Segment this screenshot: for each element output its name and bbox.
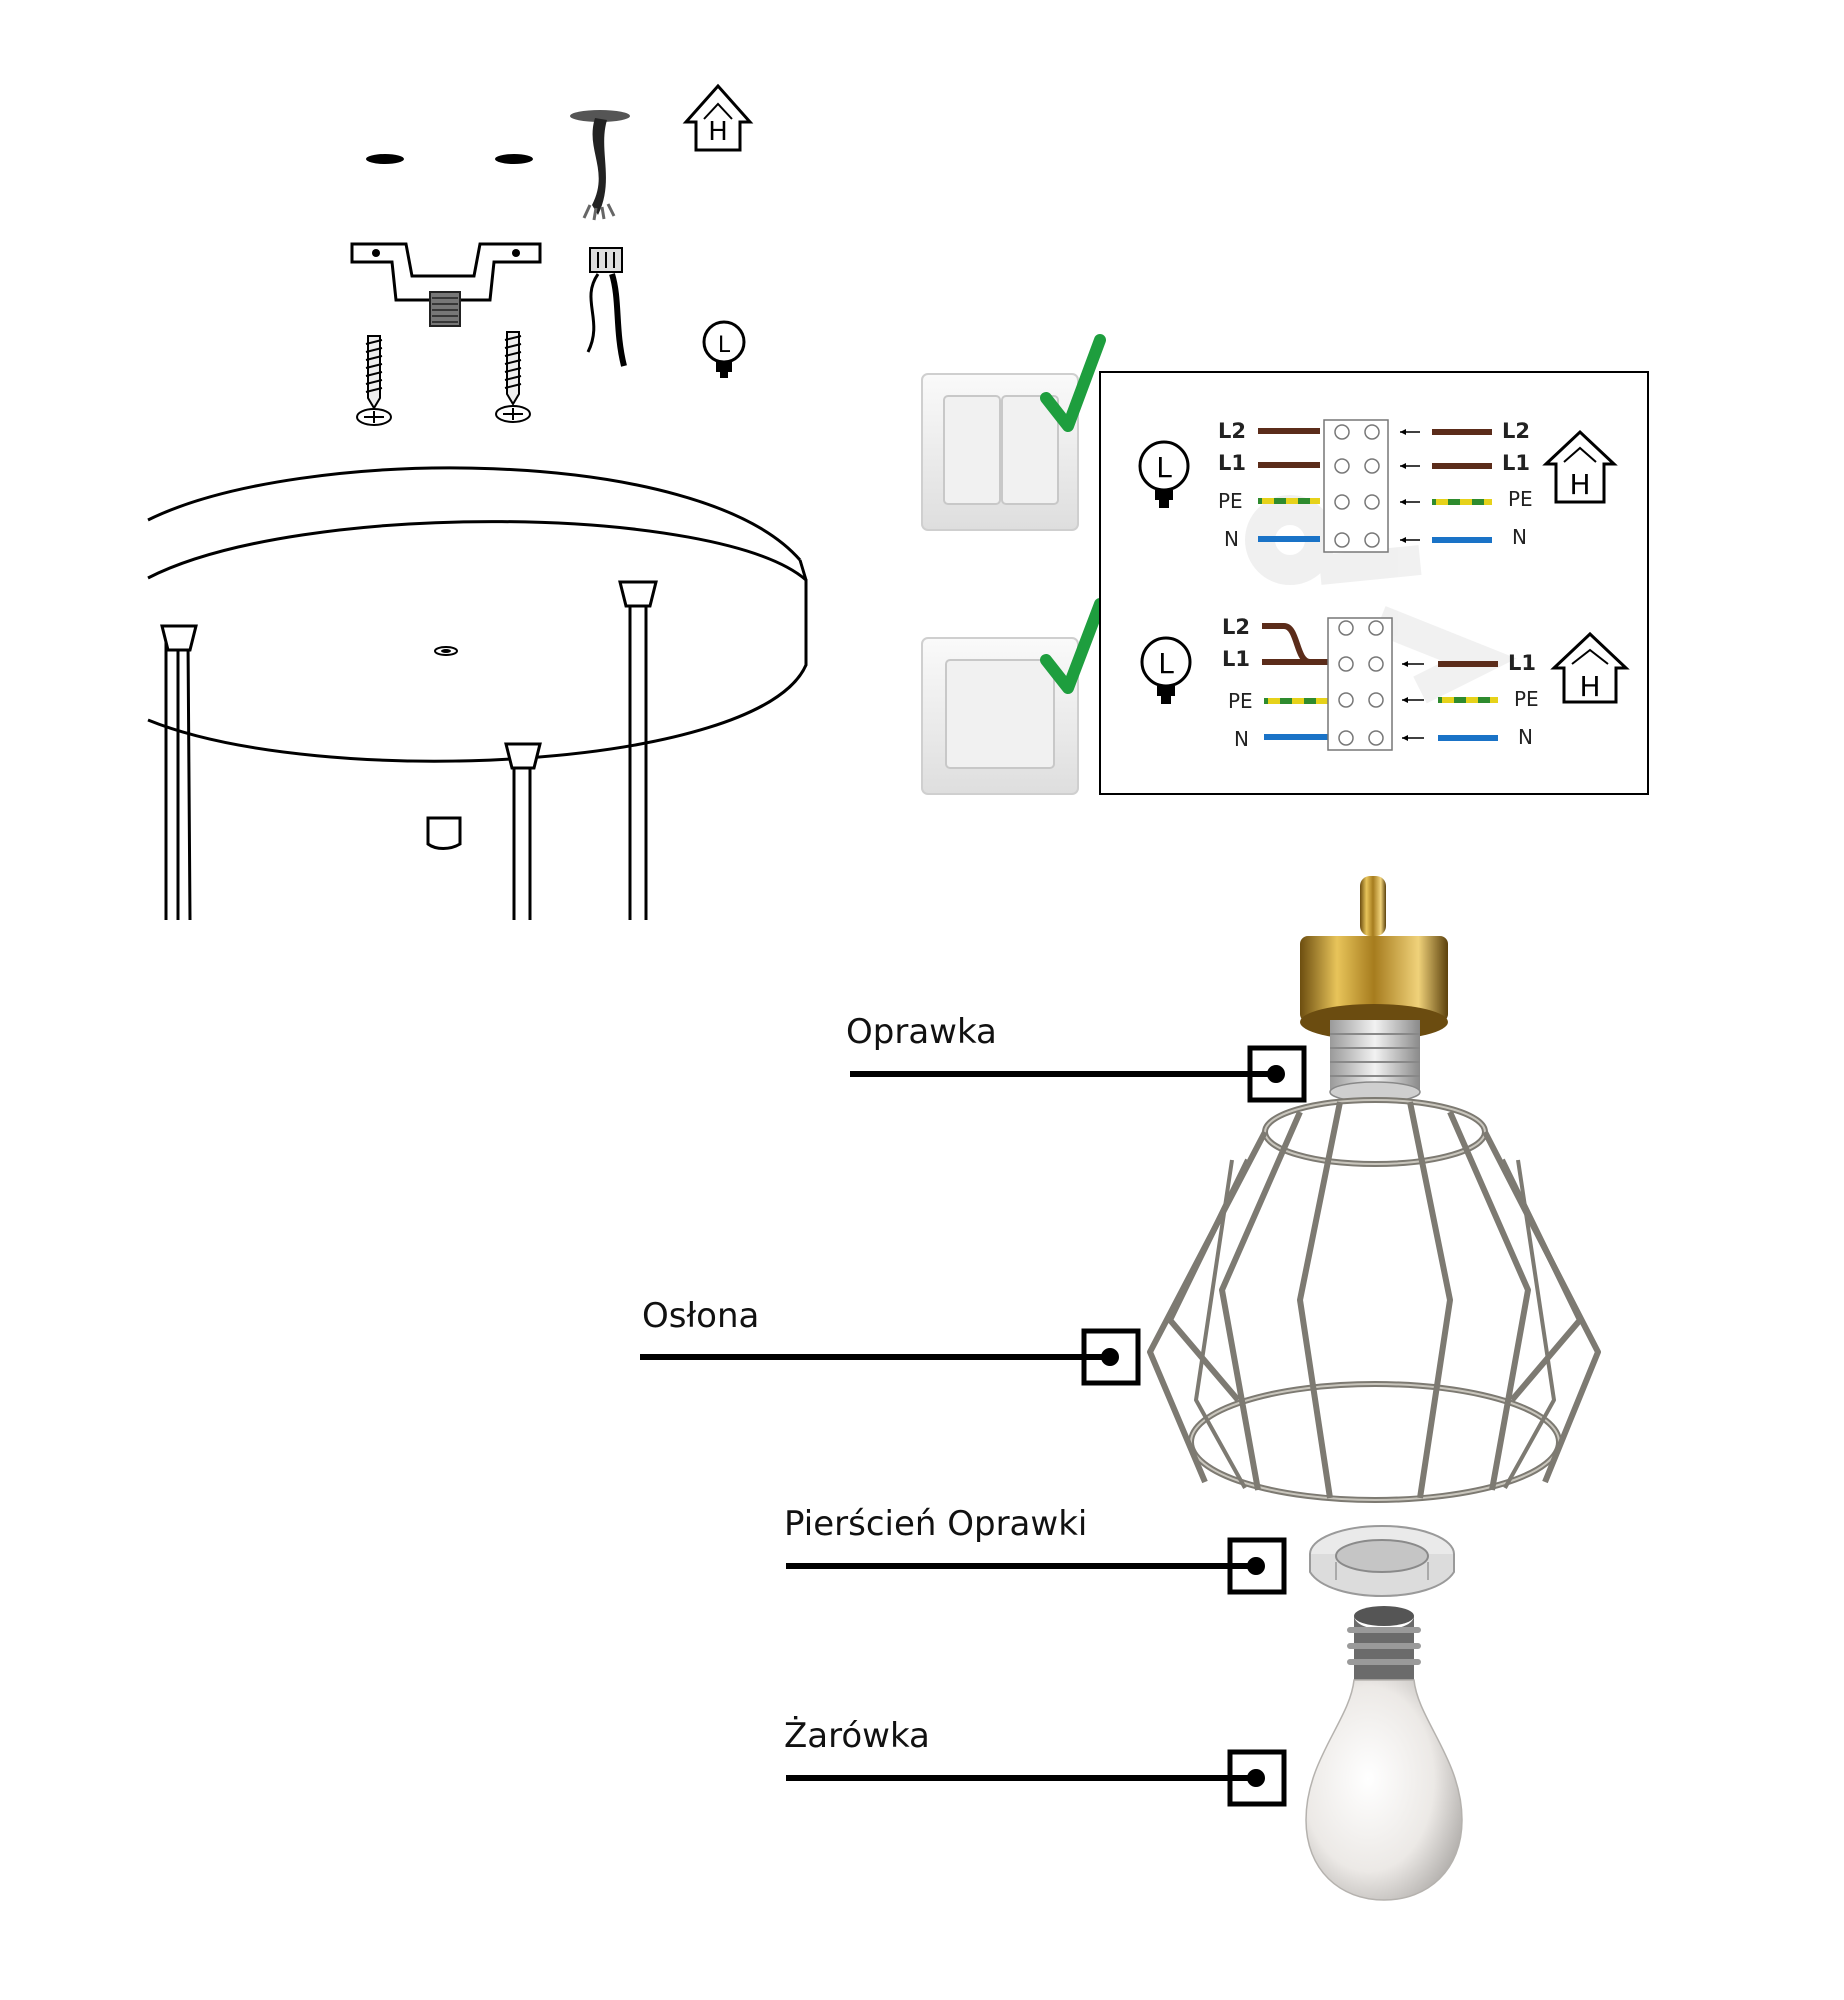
wire-label-left-l1: L1: [1218, 451, 1246, 475]
mounting-bracket: [350, 242, 542, 327]
terminal-block-1: [1323, 419, 1389, 553]
wire-label-left-l2-single: L2: [1222, 615, 1250, 639]
wiring-diagram-box: L L2 L1 PE N L2: [1099, 371, 1649, 795]
svg-text:L: L: [1158, 647, 1174, 680]
wire-label-left-l2: L2: [1218, 419, 1246, 443]
wire-label-left-pe-single: PE: [1228, 689, 1253, 713]
socket-part: [1300, 876, 1448, 1103]
lamp-icon-wiring-1: L: [1138, 440, 1190, 508]
terminal-connector: [586, 247, 627, 367]
socket-label: Oprawka: [846, 1012, 997, 1052]
ceiling-mount-drawing: [366, 110, 630, 221]
socket-ring-label: Pierścień Oprawki: [784, 1504, 1088, 1544]
terminal-block-2: [1327, 617, 1393, 751]
wire-label-left-pe: PE: [1218, 489, 1243, 513]
wire-label-right-l1: L1: [1502, 451, 1530, 475]
house-icon-wiring-1: H: [1542, 429, 1618, 504]
socket-ring-part: [1309, 1525, 1455, 1597]
wire-label-right-pe-single: PE: [1514, 687, 1539, 711]
lamp-icon-wiring-2: L: [1140, 636, 1192, 704]
wiring-double-switch: L L2 L1 PE N L2: [1138, 419, 1618, 553]
bulb-label: Żarówka: [784, 1716, 930, 1756]
wire-label-left-n-single: N: [1234, 727, 1249, 751]
house-icon-wiring-2: H: [1550, 631, 1630, 704]
bulb-part: [1305, 1606, 1463, 1901]
svg-text:H: H: [1579, 670, 1600, 703]
house-icon: H: [682, 83, 754, 152]
wire-label-right-l1-single: L1: [1508, 651, 1536, 675]
wire-label-right-n: N: [1512, 525, 1527, 549]
shade-label: Osłona: [642, 1296, 760, 1336]
wire-label-right-n-single: N: [1518, 725, 1533, 749]
single-switch-image: [921, 598, 1106, 795]
shade-part: [1147, 1097, 1601, 1503]
svg-text:H: H: [1569, 468, 1590, 501]
ceiling-canopy: [147, 466, 808, 921]
wire-label-right-l2: L2: [1502, 419, 1530, 443]
leader-lines: [640, 1045, 1307, 1807]
svg-text:L: L: [1156, 451, 1172, 484]
screws: [356, 331, 531, 426]
lamp-letter: L: [718, 333, 731, 358]
wiring-single-switch: L L2 L1 PE N L1 P: [1140, 615, 1630, 751]
lamp-icon: L: [702, 320, 746, 378]
house-letter: H: [708, 117, 728, 147]
double-switch-image: [921, 334, 1106, 531]
wire-label-right-pe: PE: [1508, 487, 1533, 511]
wire-label-left-l1-single: L1: [1222, 647, 1250, 671]
wire-label-left-n: N: [1224, 527, 1239, 551]
